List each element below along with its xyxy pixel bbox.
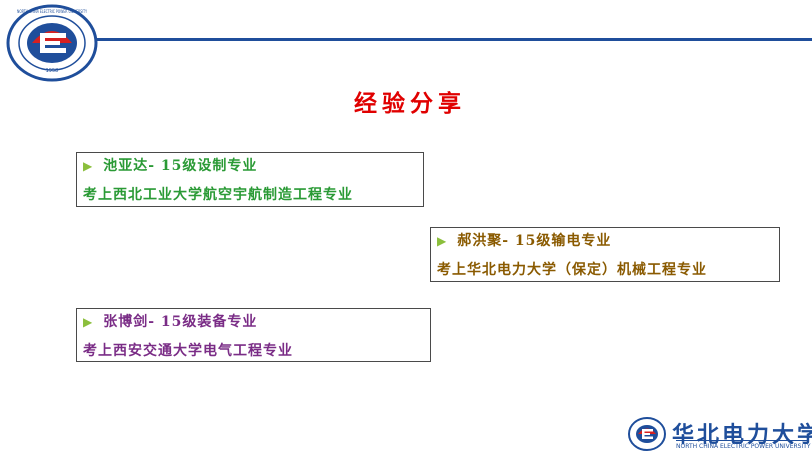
emblem-year: 1958 xyxy=(46,68,59,74)
footer-university-name: 华北电力大学 xyxy=(672,422,812,448)
footer-emblem-icon xyxy=(628,417,666,451)
experience-card-3: ▶ 张博剑- 15级装备专业 考上西安交通大学电气工程专业 xyxy=(76,308,431,362)
card-heading: ▶ 张博剑- 15级装备专业 xyxy=(83,313,424,331)
triangle-bullet-icon: ▶ xyxy=(437,234,448,248)
experience-card-1: ▶ 池亚达- 15级设制专业 考上西北工业大学航空宇航制造工程专业 xyxy=(76,152,424,207)
footer-university-name-en: NORTH CHINA ELECTRIC POWER UNIVERSITY xyxy=(676,443,811,450)
triangle-bullet-icon: ▶ xyxy=(83,315,94,329)
student-name-major: 池亚达- 15级设制专业 xyxy=(103,158,258,174)
footer-rule xyxy=(676,440,808,441)
card-heading: ▶ 郝洪聚- 15级输电专业 xyxy=(437,232,773,250)
card-heading: ▶ 池亚达- 15级设制专业 xyxy=(83,157,417,175)
triangle-bullet-icon: ▶ xyxy=(83,159,94,173)
emblem-ring-text: NORTH CHINA ELECTRIC POWER UNIVERSITY xyxy=(17,9,87,14)
admission-result: 考上华北电力大学（保定）机械工程专业 xyxy=(437,262,707,278)
header-rule xyxy=(95,38,812,41)
university-emblem-icon: 1958 NORTH CHINA ELECTRIC POWER UNIVERSI… xyxy=(6,4,98,82)
student-name-major: 张博剑- 15级装备专业 xyxy=(103,314,258,330)
admission-result: 考上西北工业大学航空宇航制造工程专业 xyxy=(83,187,353,203)
slide-title: 经验分享 xyxy=(354,90,466,117)
admission-result: 考上西安交通大学电气工程专业 xyxy=(83,343,293,359)
experience-card-2: ▶ 郝洪聚- 15级输电专业 考上华北电力大学（保定）机械工程专业 xyxy=(430,227,780,282)
student-name-major: 郝洪聚- 15级输电专业 xyxy=(457,233,612,249)
